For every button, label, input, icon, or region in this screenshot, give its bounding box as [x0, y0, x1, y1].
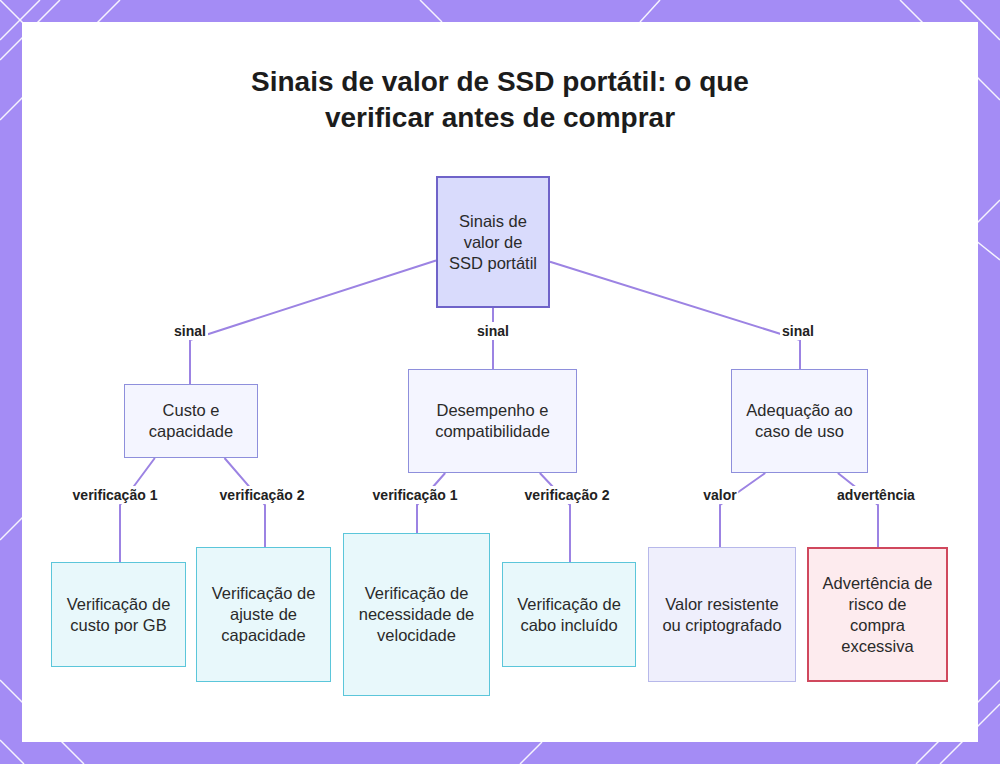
edge-label: verificação 1 — [71, 486, 160, 504]
text-wrap: Custo e capacidade — [135, 400, 247, 442]
text-wrap: Verificação de custo por GB — [62, 594, 175, 636]
node-text: Verificação de ajuste de capacidade — [207, 583, 320, 646]
category-box: Desempenho e compatibilidade — [408, 369, 577, 473]
edge-label: verificação 2 — [523, 486, 612, 504]
edge-label: verificação 1 — [371, 486, 460, 504]
edge-label: sinal — [475, 322, 511, 340]
node-text: Desempenho e compatibilidade — [419, 400, 566, 442]
text-wrap: Verificação de necessidade de velocidade — [354, 583, 479, 646]
edge-label: valor — [701, 486, 738, 504]
text-wrap: Sinais de valor de SSD portátil — [448, 211, 538, 274]
edge-label: verificação 2 — [218, 486, 307, 504]
connector-line — [720, 473, 765, 547]
node-text: Custo e capacidade — [135, 400, 247, 442]
check-box: Verificação de ajuste de capacidade — [196, 547, 331, 682]
check-box: Verificação de custo por GB — [51, 562, 186, 667]
edge-label: sinal — [172, 322, 208, 340]
text-wrap: Adequação ao caso de uso — [742, 400, 857, 442]
value-box: Valor resistente ou criptografado — [648, 547, 796, 682]
node-text: Verificação de necessidade de velocidade — [354, 583, 479, 646]
connector-line — [190, 260, 436, 384]
category-box: Adequação ao caso de uso — [731, 369, 868, 473]
edge-label: sinal — [780, 322, 816, 340]
connector-line — [838, 473, 878, 547]
text-wrap: Verificação de cabo incluído — [513, 594, 625, 636]
text-wrap: Verificação de ajuste de capacidade — [207, 583, 320, 646]
text-wrap: Valor resistente ou criptografado — [659, 594, 785, 636]
connector-line — [120, 458, 155, 562]
category-box: Custo e capacidade — [124, 384, 258, 458]
connector-line — [550, 262, 800, 369]
root-box: Sinais de valor de SSD portátil — [436, 176, 550, 308]
text-wrap: Advertência de risco de compra excessiva — [819, 573, 936, 657]
check-box: Verificação de cabo incluído — [502, 562, 636, 667]
node-text: Adequação ao caso de uso — [742, 400, 857, 442]
node-text: Advertência de risco de compra excessiva — [819, 573, 936, 657]
text-wrap: Desempenho e compatibilidade — [419, 400, 566, 442]
node-text: Verificação de cabo incluído — [513, 594, 625, 636]
check-box: Verificação de necessidade de velocidade — [343, 533, 490, 696]
warning-box: Advertência de risco de compra excessiva — [807, 547, 948, 682]
edge-label: advertência — [835, 486, 917, 504]
node-text: Valor resistente ou criptografado — [659, 594, 785, 636]
node-text: Sinais de valor de SSD portátil — [448, 211, 538, 274]
node-text: Verificação de custo por GB — [62, 594, 175, 636]
diagram-title: Sinais de valor de SSD portátil: o que v… — [200, 64, 800, 136]
